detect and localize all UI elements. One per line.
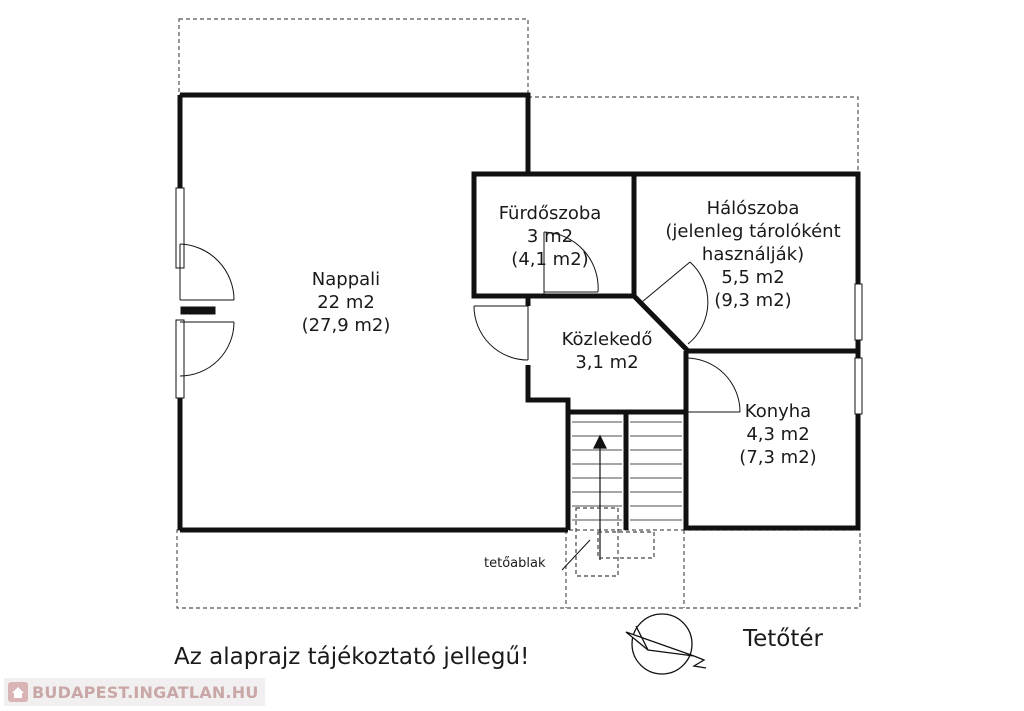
room-note: (jelenleg tárolóként <box>665 221 841 242</box>
room-konyha: Konyha 4,3 m2 (7,3 m2) <box>718 400 838 469</box>
roof-outline-dashed <box>176 18 861 609</box>
floor-name: Tetőtér <box>743 626 824 652</box>
room-area: 3,1 m2 <box>575 352 639 373</box>
room-name: Közlekedő <box>561 329 653 350</box>
room-area-full: (7,3 m2) <box>739 447 817 468</box>
room-area: 3 m2 <box>526 226 574 247</box>
room-name: Fürdőszoba <box>498 203 602 224</box>
room-furdoszoba: Fürdőszoba 3 m2 (4,1 m2) <box>478 202 622 271</box>
watermark-text: BUDAPEST.INGATLAN.HU <box>32 682 259 702</box>
skylight-label: tetőablak <box>484 556 546 571</box>
doors <box>179 231 741 413</box>
stair-arrow-icon <box>593 434 607 560</box>
room-area-full: (4,1 m2) <box>511 249 589 270</box>
room-name: Hálószoba <box>706 198 800 219</box>
room-name: Nappali <box>311 269 381 290</box>
room-area: 5,5 m2 <box>721 267 785 288</box>
watermark: BUDAPEST.INGATLAN.HU <box>4 678 265 706</box>
skylight-outline <box>575 507 655 577</box>
disclaimer-text: Az alaprajz tájékoztató jellegű! <box>174 644 530 670</box>
room-nappali: Nappali 22 m2 (27,9 m2) <box>276 268 416 337</box>
compass-north-arrow-icon <box>625 613 707 675</box>
room-area-full: (27,9 m2) <box>301 315 391 336</box>
stairs <box>572 421 682 521</box>
room-note: használják) <box>701 244 805 265</box>
room-area-full: (9,3 m2) <box>714 290 792 311</box>
room-area: 22 m2 <box>317 292 375 313</box>
room-name: Konyha <box>744 401 812 422</box>
house-logo-icon <box>8 682 28 702</box>
skylight-leader <box>561 539 591 571</box>
room-kozlekedo: Közlekedő 3,1 m2 <box>540 328 674 374</box>
room-area: 4,3 m2 <box>746 424 810 445</box>
room-haloszoba: Hálószoba (jelenleg tárolóként használjá… <box>646 197 860 312</box>
